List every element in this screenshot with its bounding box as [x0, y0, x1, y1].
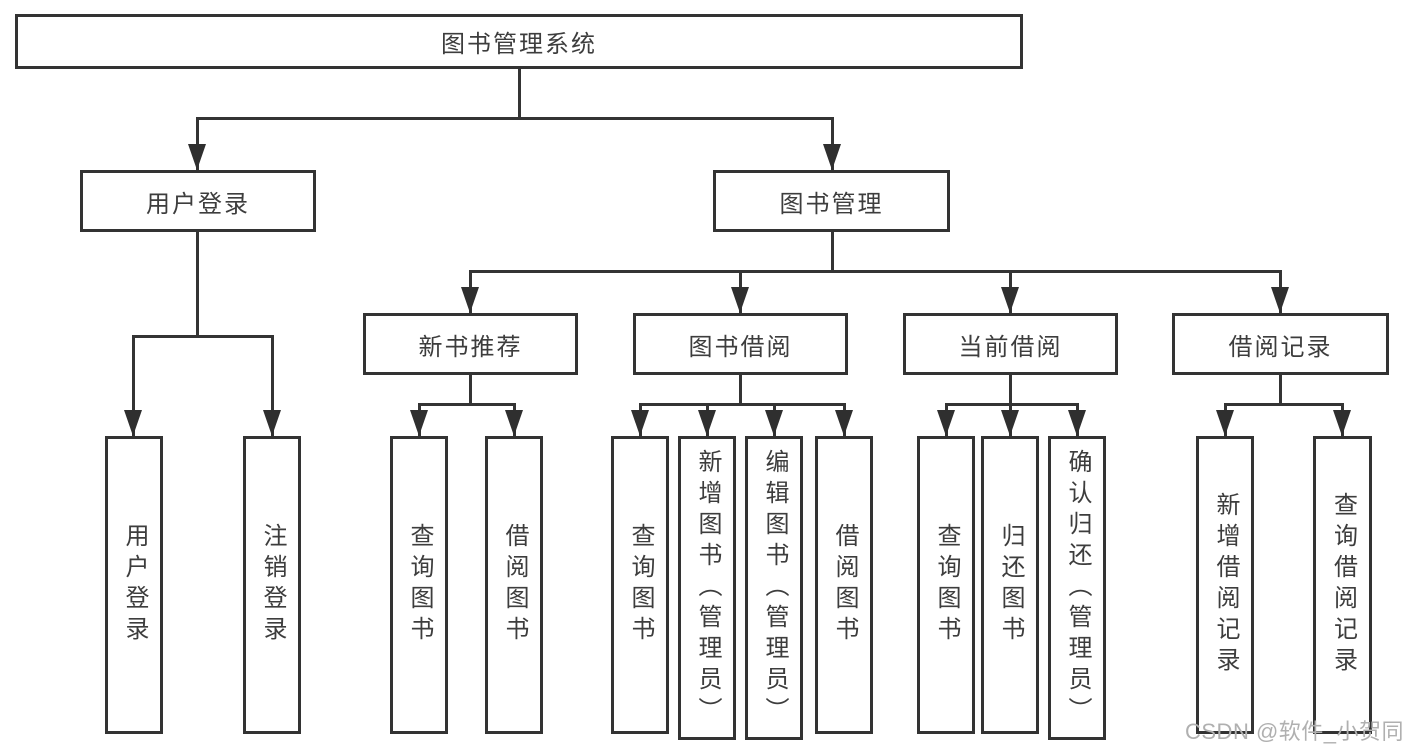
node-user-login: 用户登录 [80, 170, 316, 232]
leaf-add-borrow-record-label: 新增借阅记录 [1212, 492, 1239, 678]
leaf-borrow-books-recommend: 借阅图书 [485, 436, 543, 734]
arrow-down-icon [1333, 410, 1351, 436]
arrow-down-icon [1068, 410, 1086, 436]
node-new-book-recommendation: 新书推荐 [363, 313, 578, 375]
connector-to-user-login [196, 117, 199, 170]
arrow-down-icon [461, 287, 479, 313]
connector-new-book-stem [469, 375, 472, 404]
leaf-query-books-current-label: 查询图书 [933, 523, 960, 647]
node-new-book-recommendation-label: 新书推荐 [418, 333, 523, 361]
connector-book-management-stem [831, 232, 834, 272]
connector-book-management-bus [469, 270, 1282, 273]
connector-root-stem [518, 69, 521, 117]
leaf-confirm-return-admin: 确认归还（管理员） [1048, 436, 1106, 740]
leaf-add-books-admin-label: 新增图书（管理员） [694, 448, 721, 728]
leaf-return-books: 归还图书 [981, 436, 1039, 734]
connector-current-borrowing-stem [1009, 375, 1012, 404]
leaf-query-books-current: 查询图书 [917, 436, 975, 734]
leaf-edit-books-admin-label: 编辑图书（管理员） [761, 448, 788, 728]
arrow-down-icon [263, 410, 281, 436]
arrow-down-icon [731, 287, 749, 313]
leaf-return-books-label: 归还图书 [997, 523, 1024, 647]
node-book-management-label: 图书管理 [779, 190, 884, 218]
connector-current-borrowing-bus [945, 403, 1079, 406]
leaf-query-books-borrowing: 查询图书 [611, 436, 669, 734]
leaf-confirm-return-admin-label: 确认归还（管理员） [1064, 448, 1091, 728]
leaf-query-borrow-record: 查询借阅记录 [1313, 436, 1372, 734]
arrow-down-icon [937, 410, 955, 436]
connector-borrowing-records-bus [1224, 403, 1344, 406]
arrow-down-icon [698, 410, 716, 436]
leaf-query-books-recommend: 查询图书 [390, 436, 448, 734]
arrow-down-icon [823, 144, 841, 170]
arrow-down-icon [188, 144, 206, 170]
node-borrowing-records: 借阅记录 [1172, 313, 1389, 375]
arrow-down-icon [1216, 410, 1234, 436]
node-borrowing-records-label: 借阅记录 [1228, 333, 1333, 361]
arrow-down-icon [835, 410, 853, 436]
connector-to-leaf-user-login [132, 335, 135, 436]
node-root-label: 图书管理系统 [441, 31, 597, 58]
leaf-logout-login: 注销登录 [243, 436, 301, 734]
arrow-down-icon [124, 410, 142, 436]
node-root: 图书管理系统 [15, 14, 1023, 69]
leaf-borrow-books-borrowing: 借阅图书 [815, 436, 873, 734]
arrow-down-icon [631, 410, 649, 436]
connector-borrowing-records-stem [1279, 375, 1282, 404]
connector-user-login-stem [196, 232, 199, 336]
arrow-down-icon [765, 410, 783, 436]
leaf-query-books-borrowing-label: 查询图书 [627, 523, 654, 647]
arrow-down-icon [1001, 287, 1019, 313]
node-current-borrowing: 当前借阅 [903, 313, 1118, 375]
connector-to-leaf-logout [271, 335, 274, 436]
arrow-down-icon [1271, 287, 1289, 313]
connector-to-book-management [831, 117, 834, 170]
node-book-management: 图书管理 [713, 170, 950, 232]
leaf-borrow-books-borrowing-label: 借阅图书 [831, 523, 858, 647]
leaf-query-borrow-record-label: 查询借阅记录 [1329, 492, 1357, 678]
leaf-user-login: 用户登录 [105, 436, 163, 734]
connector-book-borrowing-bus [639, 403, 846, 406]
node-book-borrowing-label: 图书借阅 [688, 333, 793, 361]
leaf-borrow-books-recommend-label: 借阅图书 [501, 523, 528, 647]
connector-root-bus [196, 117, 834, 120]
connector-book-borrowing-stem [739, 375, 742, 404]
connector-user-login-bus [132, 335, 273, 338]
connector-new-book-bus [418, 403, 516, 406]
leaf-add-books-admin: 新增图书（管理员） [678, 436, 736, 740]
arrow-down-icon [505, 410, 523, 436]
node-user-login-label: 用户登录 [146, 190, 250, 218]
leaf-add-borrow-record: 新增借阅记录 [1196, 436, 1254, 734]
leaf-logout-login-label: 注销登录 [259, 523, 286, 647]
leaf-query-books-recommend-label: 查询图书 [406, 523, 433, 647]
leaf-edit-books-admin: 编辑图书（管理员） [745, 436, 803, 740]
csdn-watermark: CSDN @软件_小贺同学 [1185, 719, 1405, 744]
arrow-down-icon [410, 410, 428, 436]
leaf-user-login-label: 用户登录 [121, 523, 148, 647]
node-current-borrowing-label: 当前借阅 [958, 333, 1063, 361]
node-book-borrowing: 图书借阅 [633, 313, 848, 375]
arrow-down-icon [1001, 410, 1019, 436]
